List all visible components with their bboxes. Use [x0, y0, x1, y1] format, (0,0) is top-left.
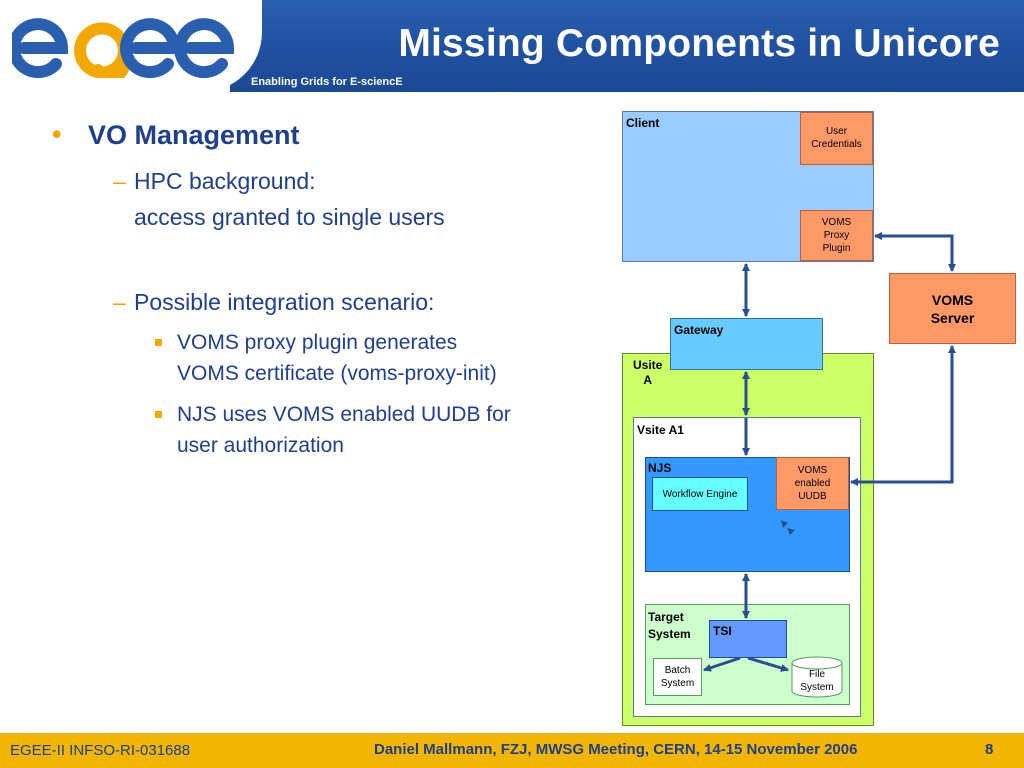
voms-server-line1: VOMS [931, 292, 974, 308]
usite-line1: Usite [633, 358, 663, 372]
file-line2: System [800, 682, 834, 693]
subsub-bullet-proxy-line2: VOMS certificate (voms-proxy-init) [177, 362, 497, 385]
square-bullet-icon [155, 411, 162, 418]
subsub-bullet-njs: NJS uses VOMS enabled UUDB for [177, 403, 511, 426]
batch-line1: Batch [664, 665, 691, 676]
user-credentials-box: User Credentials [800, 112, 873, 165]
voms-proxy-line2: Proxy [823, 230, 850, 241]
uudb-access-arrow-icon [781, 520, 795, 535]
slide-footer: EGEE-II INFSO-RI-031688 Daniel Mallmann,… [0, 733, 1024, 768]
egee-logo-icon [8, 14, 242, 84]
batch-system-box: Batch System [653, 658, 702, 696]
voms-server-line2: Server [930, 310, 975, 326]
bullet-text: VO Management [88, 120, 300, 150]
vsite-label: Vsite A1 [637, 423, 684, 437]
client-label: Client [626, 116, 660, 130]
dash-icon: – [113, 289, 126, 315]
voms-proxy-plugin-box: VOMS Proxy Plugin [800, 210, 873, 261]
target-line1: Target [648, 610, 684, 624]
voms-proxy-line1: VOMS [821, 217, 852, 228]
slide-title: Missing Components in Unicore [398, 22, 1000, 65]
subsub-bullet-njs-line2: user authorization [177, 434, 344, 457]
file-system-cylinder-icon [791, 656, 843, 698]
batch-line2: System [660, 678, 695, 689]
workflow-engine-box: Workflow Engine [652, 477, 748, 511]
gateway-label: Gateway [674, 323, 724, 337]
uudb-line3: UUDB [798, 491, 827, 502]
footer-author-info: Daniel Mallmann, FZJ, MWSG Meeting, CERN… [374, 741, 858, 758]
target-line2: System [648, 627, 691, 641]
slide-header: Missing Components in Unicore Enabling G… [0, 0, 1024, 92]
square-bullet-icon [155, 339, 162, 346]
file-system-label: File System [790, 667, 844, 695]
user-credentials-line2: Credentials [811, 139, 862, 150]
tsi-box [709, 620, 787, 658]
header-band [230, 0, 1024, 92]
usite-line2: A [643, 373, 652, 387]
subsub-bullet-proxy: VOMS proxy plugin generates [177, 331, 458, 354]
dash-icon: – [113, 168, 126, 194]
voms-proxy-line3: Plugin [822, 243, 851, 254]
voms-uudb-box: VOMS enabled UUDB [776, 457, 849, 510]
gateway-box [670, 318, 823, 370]
usite-label: Usite A [633, 358, 662, 388]
footer-page-number: 8 [985, 741, 994, 758]
sub-bullet-hpc: HPC background: [134, 168, 316, 194]
sub-bullet-integration: Possible integration scenario: [134, 289, 435, 315]
footer-project-id: EGEE-II INFSO-RI-031688 [10, 742, 191, 759]
header-subtitle: Enabling Grids for E-sciencE [251, 76, 403, 88]
uudb-line1: VOMS [797, 465, 828, 476]
njs-label: NJS [648, 461, 672, 475]
file-line1: File [808, 669, 826, 680]
bullet-dot-icon: • [52, 119, 62, 149]
user-credentials-line1: User [825, 126, 848, 137]
target-system-label: Target System [648, 609, 691, 643]
voms-server-box: VOMS Server [889, 273, 1016, 344]
tsi-label: TSI [713, 624, 732, 638]
sub-bullet-hpc-line2: access granted to single users [134, 204, 445, 230]
uudb-line2: enabled [794, 478, 831, 489]
